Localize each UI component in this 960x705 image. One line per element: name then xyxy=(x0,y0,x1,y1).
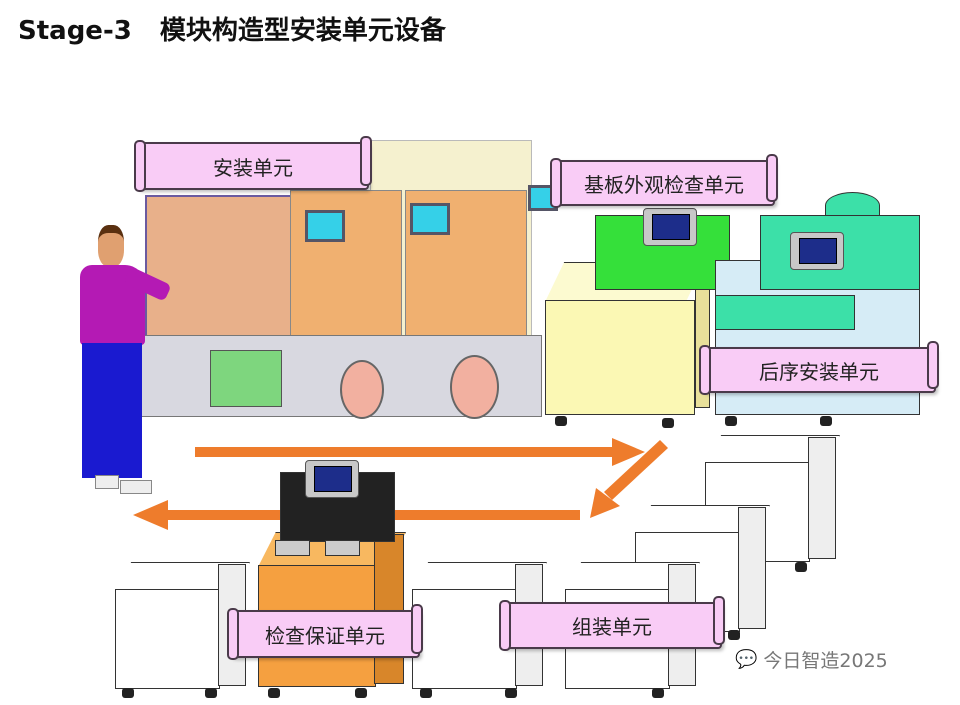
stage-label: Stage-3 xyxy=(18,16,132,46)
control-panel-icon xyxy=(790,232,844,270)
board-inspection-machine xyxy=(545,300,695,415)
control-panel-icon xyxy=(643,208,697,246)
watermark: 💬 今日智造2025 xyxy=(735,646,888,673)
page-title: Stage-3 模块构造型安装单元设备 xyxy=(18,10,474,47)
label-post-mounting-unit: 后序安装单元 xyxy=(699,341,939,395)
arrow-right xyxy=(195,438,645,466)
label-assembly-unit: 组装单元 xyxy=(499,596,725,651)
empty-module-slot xyxy=(115,589,220,689)
arrow-diagonal xyxy=(590,440,668,518)
label-text: 基板外观检查单元 xyxy=(584,172,744,197)
label-text: 后序安装单元 xyxy=(759,359,879,384)
mounting-machine xyxy=(140,135,558,435)
operator-figure xyxy=(70,225,172,495)
monitor-screen xyxy=(410,203,450,235)
label-text: 安装单元 xyxy=(213,155,293,180)
title-text: 模块构造型安装单元设备 xyxy=(159,16,446,46)
wechat-icon: 💬 xyxy=(735,649,758,670)
label-mounting-unit: 安装单元 xyxy=(134,136,372,192)
label-text: 检查保证单元 xyxy=(265,623,385,648)
label-board-inspection-unit: 基板外观检查单元 xyxy=(550,154,778,208)
label-text: 组装单元 xyxy=(572,615,652,639)
monitor-screen xyxy=(305,210,345,242)
watermark-text: 今日智造2025 xyxy=(763,650,888,672)
label-inspection-assurance-unit: 检查保证单元 xyxy=(227,604,423,660)
control-panel-icon xyxy=(305,460,359,498)
